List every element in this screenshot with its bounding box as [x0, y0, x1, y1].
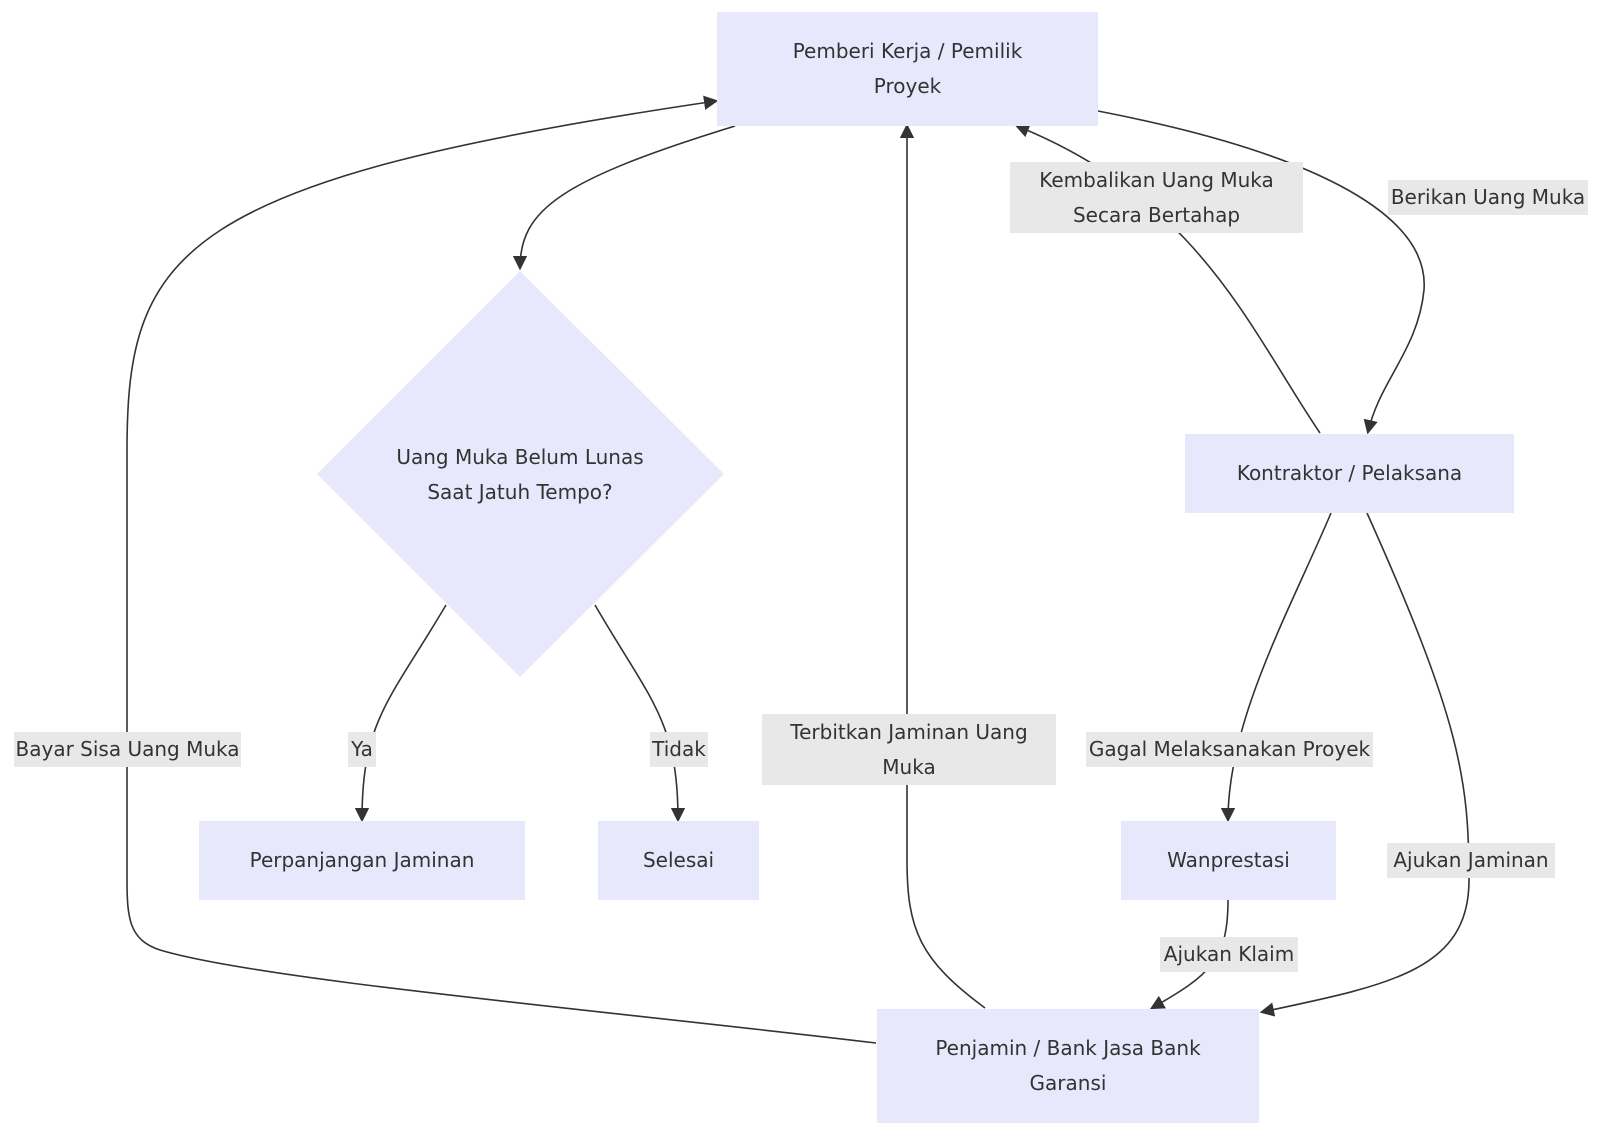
extension-node: Perpanjangan Jaminan	[199, 821, 525, 900]
edge-label-return-advance: Kembalikan Uang Muka Secara Bertahap	[1010, 162, 1303, 233]
edge-owner-to-decision	[512, 125, 736, 271]
edge-issue-guarantee	[899, 123, 986, 1009]
default-node: Wanprestasi	[1121, 821, 1336, 900]
decision-diamond	[317, 271, 724, 677]
edge-label-fail-project: Gagal Melaksanakan Proyek	[1086, 732, 1373, 767]
done-label: Selesai	[642, 848, 715, 872]
edge-yes	[354, 604, 447, 823]
contractor-node: Kontraktor / Pelaksana	[1185, 434, 1514, 513]
default-label: Wanprestasi	[1167, 848, 1290, 872]
owner-label: Pemberi Kerja / Pemilik Proyek	[792, 39, 1023, 98]
contractor-label: Kontraktor / Pelaksana	[1236, 461, 1463, 485]
edge-fail-project	[1220, 512, 1332, 823]
extension-label: Perpanjangan Jaminan	[249, 848, 475, 872]
edge-label-give-advance: Berikan Uang Muka	[1388, 180, 1588, 215]
guarantor-node: Penjamin / Bank Jasa Bank Garansi	[877, 1009, 1259, 1123]
edge-label-submit-guarantee: Ajukan Jaminan	[1387, 843, 1555, 878]
edge-return-advance	[1014, 123, 1321, 434]
guarantor-label: Penjamin / Bank Jasa Bank Garansi	[935, 1036, 1201, 1095]
edge-submit-guarantee	[1259, 512, 1470, 1017]
edge-label-no: Tidak	[650, 732, 708, 767]
edge-label-yes: Ya	[348, 732, 376, 767]
edge-label-pay-remaining: Bayar Sisa Uang Muka	[14, 732, 241, 767]
owner-node: Pemberi Kerja / Pemilik Proyek	[717, 12, 1098, 126]
decision-label: Uang Muka Belum Lunas Saat Jatuh Tempo?	[396, 445, 644, 504]
edge-no	[594, 604, 686, 823]
edge-give-advance	[1097, 110, 1425, 435]
edge-pay-remaining	[126, 95, 877, 1044]
done-node: Selesai	[598, 821, 759, 900]
edge-label-submit-claim: Ajukan Klaim	[1160, 937, 1298, 972]
edge-label-issue-guarantee: Terbitkan Jaminan Uang Muka	[762, 714, 1056, 785]
